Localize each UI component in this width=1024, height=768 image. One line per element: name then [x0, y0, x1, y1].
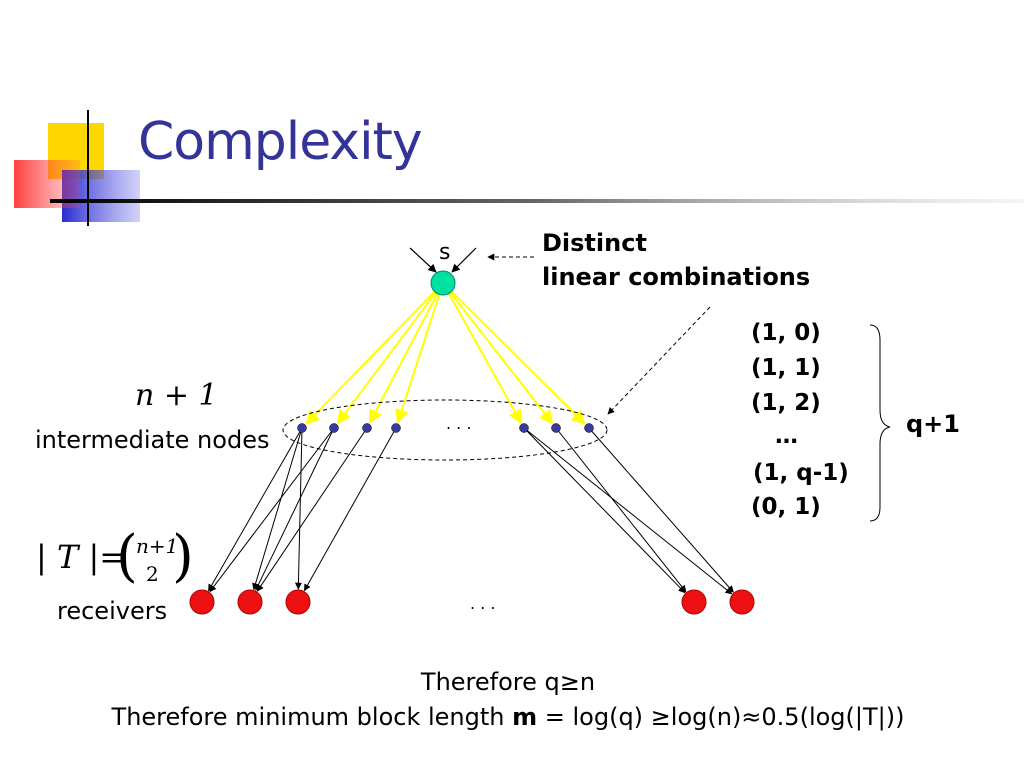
conclusion-line-2-suffix: = log(q) ≥log(n)≈0.5(log(|T|)) — [537, 703, 905, 731]
receiver-nodes — [189, 589, 755, 615]
source-to-intermediate-edge — [442, 282, 586, 425]
intermediate-node — [551, 423, 561, 433]
intermediate-to-receiver-edge — [209, 427, 335, 593]
intermediate-to-receiver-edge — [294, 427, 303, 590]
conclusion-line-2: Therefore minimum block length m = log(q… — [0, 703, 1016, 731]
source-to-intermediate-edge — [368, 282, 444, 424]
source-to-intermediate-edge — [442, 282, 554, 425]
block-length-symbol: m — [512, 703, 538, 731]
intermediate-label: intermediate nodes — [35, 426, 270, 454]
intermediate-to-receiver-edge — [588, 427, 734, 593]
binomial-open-paren: ( — [116, 524, 138, 589]
source-to-intermediate-edge — [395, 282, 444, 424]
intermediate-node — [584, 423, 594, 433]
page-title: Complexity — [138, 112, 423, 172]
source-label: s — [439, 240, 451, 265]
intermediate-to-receiver-edge — [523, 427, 733, 595]
combination-item: (1, 0) — [751, 320, 821, 346]
receiver-node — [729, 589, 755, 615]
source-node — [430, 270, 456, 296]
combinations-brace — [869, 324, 891, 522]
intermediate-to-receiver-edge — [303, 427, 397, 592]
intermediate-group-ellipse — [282, 399, 608, 461]
intermediate-to-receiver-edge — [523, 427, 686, 594]
combination-item: (1, 1) — [751, 355, 821, 381]
receivers-formula: | T |= ( n+1 2 ) — [36, 524, 196, 590]
source-input-arrow-right — [451, 247, 477, 273]
receiver-node — [237, 589, 263, 615]
brace-label: q+1 — [906, 410, 960, 438]
intermediate-node — [362, 423, 372, 433]
intermediate-to-receiver-edge — [255, 427, 335, 591]
combination-item: (1, 2) — [751, 390, 821, 416]
intermediate-nodes — [297, 423, 594, 433]
source-to-intermediate-edge — [442, 282, 522, 424]
intermediate-formula: n + 1 — [135, 378, 218, 413]
combination-item: (1, q-1) — [753, 460, 849, 486]
source-to-intermediate-edge — [336, 282, 444, 425]
receiver-edges — [208, 427, 734, 595]
intermediate-to-receiver-edge — [555, 427, 687, 593]
source-input-arrow-left — [409, 247, 437, 273]
receiver-node — [285, 589, 311, 615]
conclusion-line-1: Therefore q≥n — [420, 668, 596, 696]
intermediate-ellipsis: . . . — [446, 414, 472, 433]
intermediate-node — [329, 423, 339, 433]
source-to-intermediate-edge — [305, 282, 444, 425]
receiver-node — [681, 589, 707, 615]
title-decoration — [14, 110, 1024, 226]
combination-item: (0, 1) — [751, 494, 821, 520]
callout-line-2: linear combinations — [542, 263, 811, 291]
binomial-close-paren: ) — [172, 524, 194, 589]
title-rule — [50, 199, 1024, 203]
intermediate-to-receiver-edge — [256, 427, 368, 592]
combination-item: … — [775, 423, 798, 449]
receiver-node — [189, 589, 215, 615]
receivers-label: receivers — [57, 597, 168, 625]
intermediate-to-receiver-edge — [252, 427, 303, 591]
conclusion-line-2-prefix: Therefore minimum block length — [111, 703, 513, 731]
callout-line-1: Distinct — [542, 229, 647, 257]
binomial-top: n+1 — [136, 534, 179, 558]
source-edges — [305, 282, 586, 425]
callout-arrow-to-ellipse — [607, 306, 711, 415]
receivers-ellipsis: . . . — [470, 594, 496, 613]
receivers-formula-lhs: | T |= — [36, 538, 127, 576]
intermediate-node — [519, 423, 529, 433]
binomial-bottom: 2 — [146, 562, 159, 586]
intermediate-node — [297, 423, 307, 433]
intermediate-node — [391, 423, 401, 433]
intermediate-to-receiver-edge — [208, 427, 303, 592]
